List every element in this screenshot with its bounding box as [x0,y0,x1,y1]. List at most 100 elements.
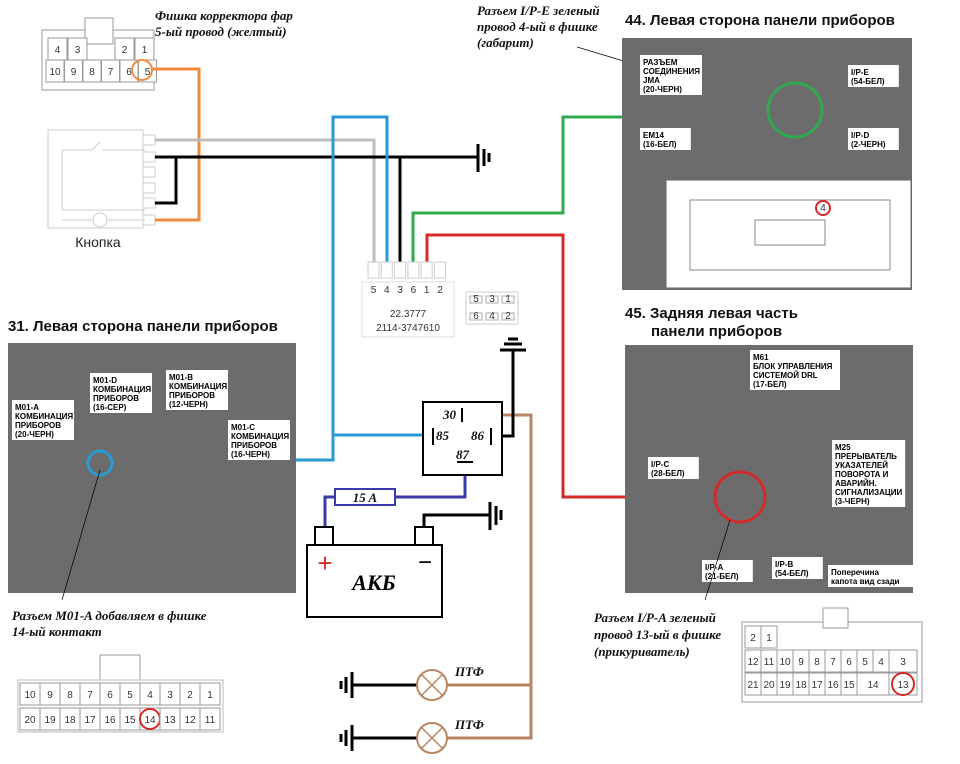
pin-number: 4 [878,657,884,668]
callout-text: (21-БЕЛ) [705,572,739,581]
note-ipa-2: провод 13-ый в фишке [594,627,721,642]
note-m01a-1: Разъем M01-A добавляем в фишке [12,608,207,623]
ground-icon [339,725,354,751]
callout-box [648,457,699,479]
pin-number: 20 [24,715,36,726]
pin-number: 7 [830,657,836,668]
callout-box [90,373,152,413]
lamp-label: ПТФ [454,717,484,732]
callout-text: (16-ЧЕРН) [231,450,270,459]
pin-number: 2 [505,311,511,322]
callout-text: M25 [835,443,851,452]
terminal [142,166,156,178]
callout-text: (54-БЕЛ) [775,569,809,578]
connector-pin-cell [199,682,221,706]
pin-number: 11 [764,657,775,668]
wire-orange [152,67,201,222]
pin-number: 6 [107,690,113,701]
callout-text: EM14 [643,131,664,140]
pin-number: 16 [827,680,839,691]
relay-pin-30: 30 [442,407,457,422]
battery: + − АКБ [306,526,443,618]
callout-text: КОМБИНАЦИЯ [231,432,289,441]
connector-pin-cell [760,625,778,649]
wire-red [425,233,715,499]
wire-black-switch [155,157,178,205]
pin-number: 17 [84,715,96,726]
callout-text: (54-БЕЛ) [851,77,885,86]
pin-number: 2 [122,45,128,56]
callout-text: СИСТЕМОЙ DRL [753,371,818,380]
callout-text: (12-ЧЕРН) [169,400,208,409]
relay-pin-87: 87 [456,447,470,462]
photo45-title-1: 45. Задняя левая часть [625,305,798,322]
bulb-icon [92,212,108,228]
terminal [142,182,156,194]
pin-number: 4 [489,311,495,322]
pin-number: 4 [55,45,61,56]
pin-number: 1 [505,294,511,305]
fog-lamp [416,722,448,754]
relay-catalog-number: 2114-3747610 [376,323,440,334]
pin-number: 20 [763,680,775,691]
pin-number: 15 [843,680,855,691]
callout-text: (28-БЕЛ) [651,469,685,478]
callout-text: M01-C [231,423,255,432]
callout-text: I/P-C [651,460,669,469]
callout-text: АВАРИЙН. [835,479,877,488]
highlight-circle [86,449,114,477]
callout-text: СОЕДИНЕНИЯ [643,67,700,76]
callout-text: JMA [643,76,660,85]
callout-text: (16-СЕР) [93,403,127,412]
pin-number: 10 [779,657,791,668]
pin-number: 13 [164,715,176,726]
battery-minus: − [418,549,432,576]
pin-number: 4 [147,690,153,701]
callout-text: капота вид сзади [831,577,900,586]
note-ipa-1: Разъем I/P-A зеленый [594,610,716,625]
callout-text: ПРИБОРОВ [93,394,139,403]
highlight-circle [713,470,767,524]
callout-box [702,560,753,582]
callout-text: (17-БЕЛ) [753,380,787,389]
wire-gray [155,138,376,262]
note-ipe-2: провод 4-ый в фишке [477,19,598,34]
relay-part-number: 22.3777 [390,309,427,320]
callout-text: ПРИБОРОВ [231,441,277,450]
pin-number: 3 [900,657,906,668]
ground-icon [488,502,503,530]
wire-fuse-battery [323,495,335,527]
callout-text: СИГНАЛИЗАЦИИ [835,488,902,497]
ipe-pin: 4 [820,203,826,214]
relay-pin-85: 85 [436,428,450,443]
callout-text: Поперечина [831,568,879,577]
callout-text: ПОВОРОТА И [835,470,889,479]
pin-number: 11 [205,715,216,726]
pin-number: 3 [167,690,173,701]
callout-text: ПРИБОРОВ [15,421,61,430]
battery-plus: + [317,548,332,578]
pin-number: 2 [437,285,443,296]
callout-box [228,420,290,460]
fuse-rating: 15 A [353,490,378,505]
button-switch [47,129,156,229]
ground-icon [500,337,526,352]
callout-text: ПРЕРЫВАТЕЛЬ [835,452,897,461]
pin-number: 8 [814,657,820,668]
note-corrector-2: 5-ый провод (желтый) [155,24,287,39]
callout-text: (20-ЧЕРН) [643,85,682,94]
callout-text: I/P-E [851,68,869,77]
callout-text: УКАЗАТЕЛЕЙ [835,461,888,470]
pin-number: 8 [67,690,73,701]
pin-number: 21 [747,680,759,691]
pin-number: 12 [747,657,759,668]
pin-number: 2 [750,633,756,644]
callout-text: (3-ЧЕРН) [835,497,870,506]
pin-number: 7 [108,67,114,78]
fog-lamp [416,669,448,701]
pin-number: 18 [795,680,807,691]
